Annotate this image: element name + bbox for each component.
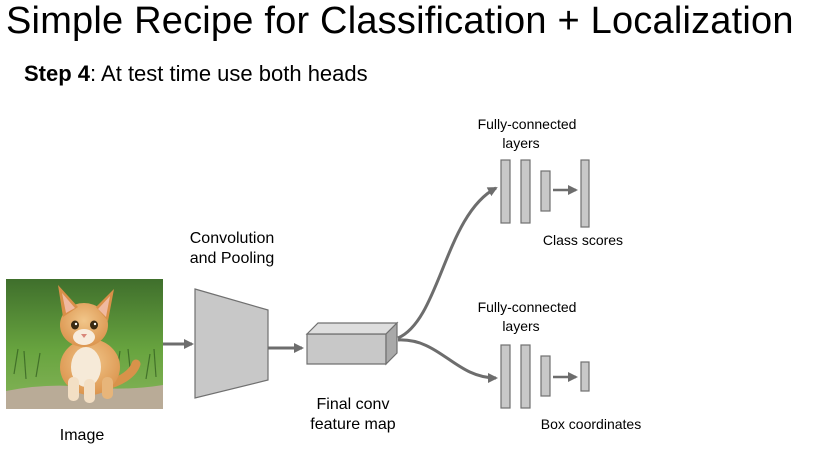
box-coordinates-label: Box coordinates <box>540 416 642 432</box>
feature-map-label-line1: Final conv <box>316 396 390 413</box>
feature-map-label: Final conv feature map <box>298 395 408 435</box>
step-subtitle: Step 4: At test time use both heads <box>24 61 368 87</box>
image-label: Image <box>59 427 105 444</box>
conv-label-line1: Convolution <box>189 230 275 247</box>
step-description: : At test time use both heads <box>90 61 368 86</box>
conv-pooling-block <box>194 288 269 399</box>
feature-map-label-line2: feature map <box>310 416 396 433</box>
arrow-to-classification-head <box>397 186 498 340</box>
step-number: Step 4 <box>24 61 91 86</box>
conv-label-line2: and Pooling <box>189 250 275 267</box>
fc-layers-localization <box>500 344 590 409</box>
fc-top-label-line1: Fully-connected <box>477 116 577 132</box>
conv-label: Convolution and Pooling <box>172 229 292 269</box>
feature-map-block <box>305 321 399 366</box>
fc-bottom-label-line2: layers <box>502 318 540 334</box>
slide-title: Simple Recipe for Classification + Local… <box>6 0 794 42</box>
class-scores-label: Class scores <box>542 232 624 248</box>
fc-top-label-line2: layers <box>502 135 540 151</box>
fc-layers-classification <box>500 159 590 228</box>
kitten-image <box>6 279 163 409</box>
arrow-to-localization-head <box>397 338 498 383</box>
fc-bottom-label-line1: Fully-connected <box>477 299 577 315</box>
fc-top-label: Fully-connected layers <box>462 115 592 153</box>
fc-bottom-label: Fully-connected layers <box>462 298 592 336</box>
